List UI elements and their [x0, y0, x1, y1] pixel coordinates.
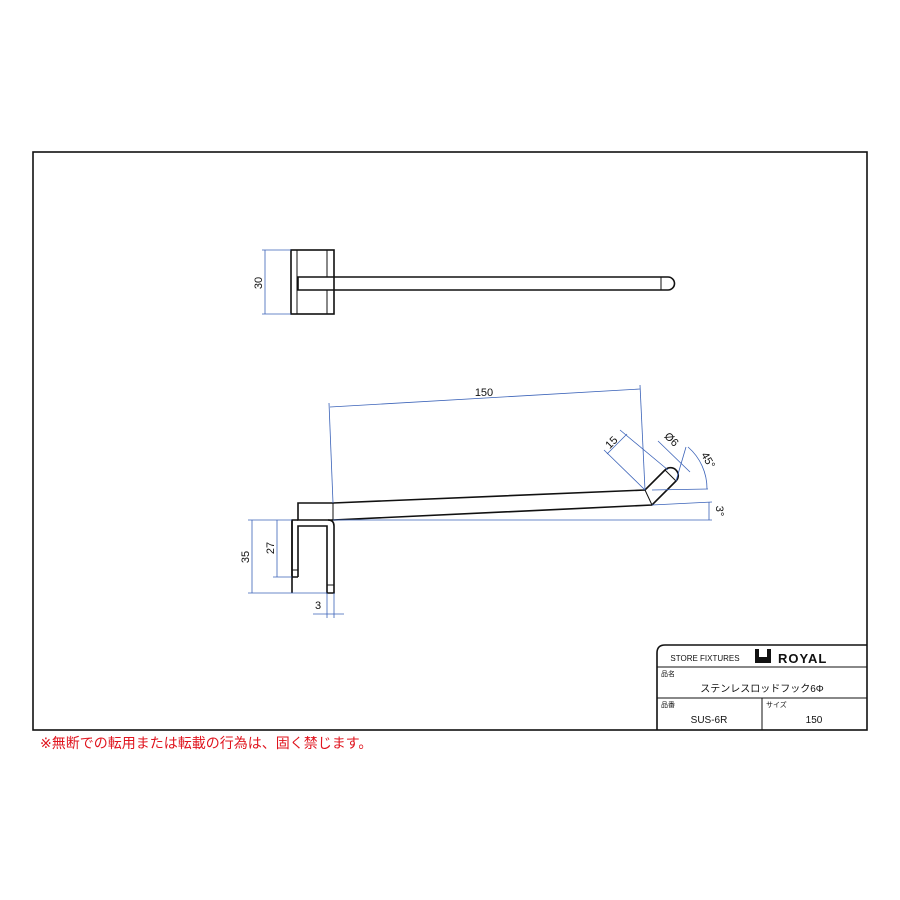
svg-text:45°: 45° [698, 450, 717, 470]
svg-text:品番: 品番 [661, 701, 675, 709]
royal-logo: ROYAL [755, 649, 827, 666]
copyright-notice: ※無断での転用または転載の行為は、固く禁じます。 [40, 736, 373, 752]
dimension-30: 30 [253, 249, 291, 315]
dimension-diameter: Ø6 [657, 430, 691, 482]
svg-text:STORE FIXTURES: STORE FIXTURES [670, 654, 739, 663]
svg-text:3: 3 [315, 600, 321, 612]
dimension-27: 27 [265, 520, 292, 578]
dimension-150: 150 [328, 384, 646, 504]
svg-text:15: 15 [603, 434, 620, 451]
sheet-border [32, 151, 868, 731]
side-view [291, 466, 680, 594]
svg-text:3°: 3° [713, 506, 725, 517]
svg-text:35: 35 [240, 551, 252, 563]
svg-text:150: 150 [475, 387, 493, 399]
svg-text:ROYAL: ROYAL [778, 651, 827, 666]
svg-text:Ø6: Ø6 [662, 430, 681, 449]
svg-text:27: 27 [265, 542, 277, 554]
svg-text:150: 150 [806, 715, 823, 726]
dimension-15: 15 [603, 429, 669, 491]
svg-text:サイズ: サイズ [766, 700, 787, 709]
svg-text:SUS-6R: SUS-6R [691, 715, 728, 726]
svg-text:品名: 品名 [661, 669, 675, 678]
dimension-35: 35 [240, 519, 327, 594]
svg-text:30: 30 [253, 277, 265, 289]
top-view [290, 249, 676, 315]
svg-text:ステンレスロッドフック6Φ: ステンレスロッドフック6Φ [700, 683, 824, 695]
title-block: STORE FIXTURES ROYAL 品名 ステンレスロッドフック6Φ 品番… [656, 644, 867, 730]
dimension-3: 3 [313, 593, 344, 618]
dimension-3deg: 3° [333, 501, 725, 521]
